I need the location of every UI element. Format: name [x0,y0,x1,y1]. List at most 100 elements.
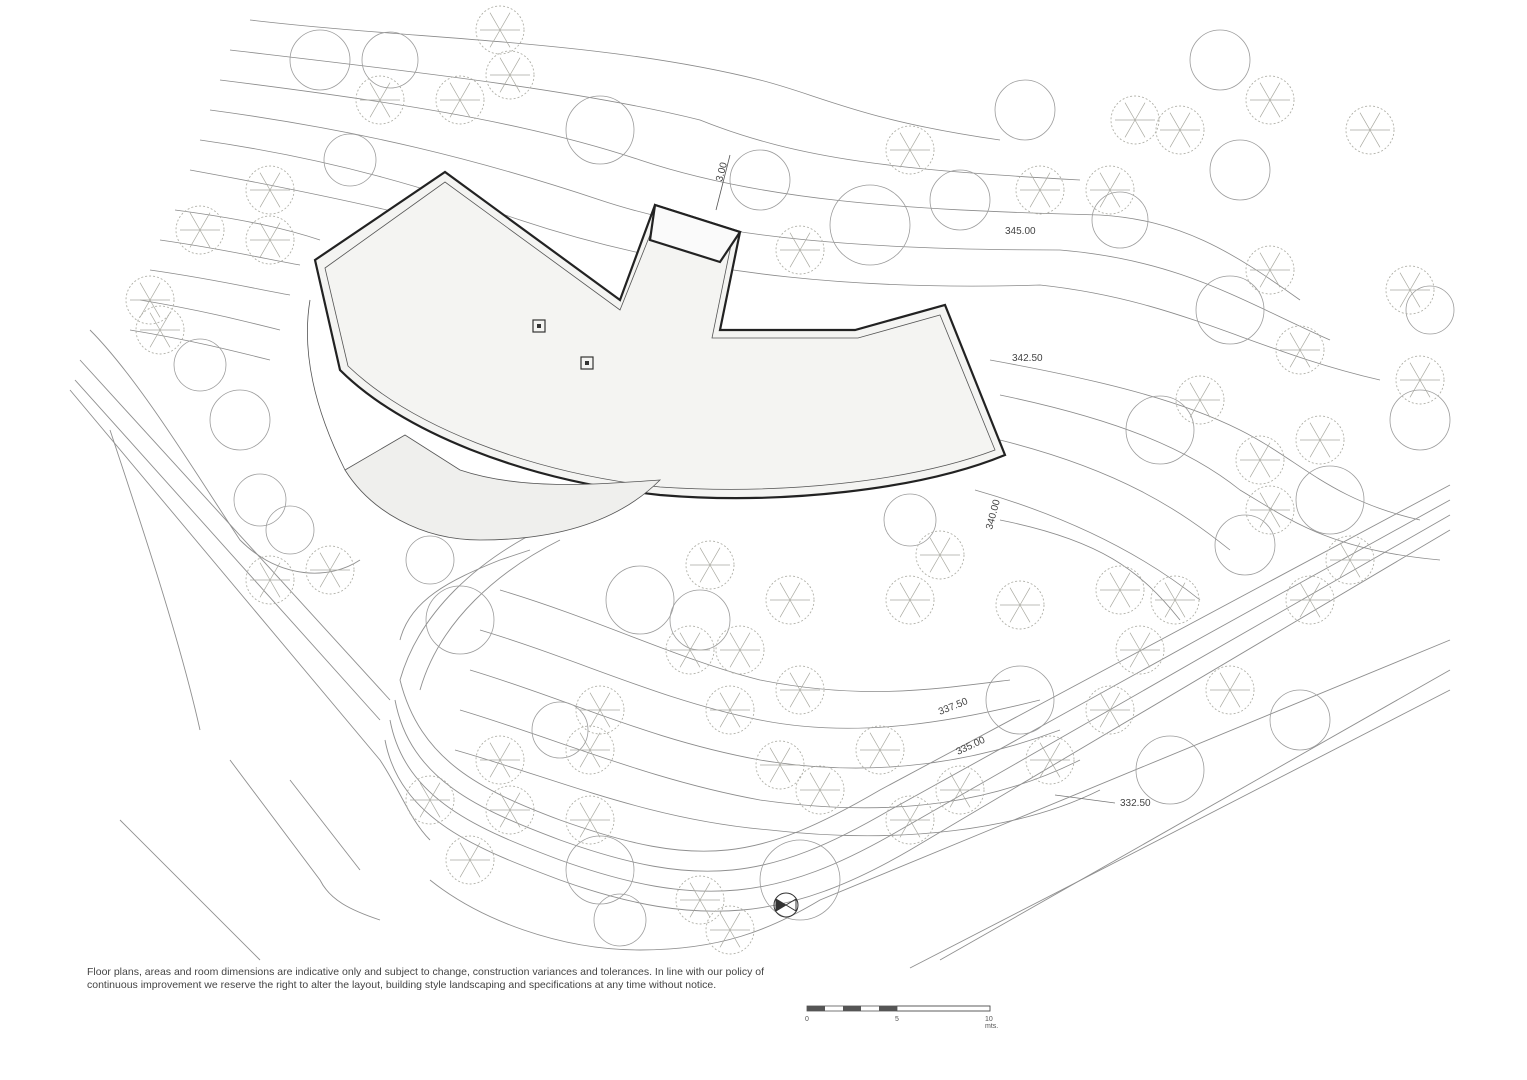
tree-icon [755,740,805,790]
scale-bar: 0 5 10 mts. [805,1004,1005,1034]
tree-icon [883,493,937,547]
tree-icon [1155,105,1205,155]
tree-icon [1150,575,1200,625]
tree-icon [565,835,635,905]
tree-icon [135,305,185,355]
dimension-line: 3.00 [714,154,731,211]
north-arrow-icon [773,892,799,918]
tree-icon [1135,735,1205,805]
tree-icon [995,580,1045,630]
tree-icon [1269,689,1331,751]
tree-icon [1295,415,1345,465]
elevation-342: 342.50 [1012,353,1043,364]
tree-icon [1245,75,1295,125]
tree-icon [435,75,485,125]
tree-icon [1245,245,1295,295]
tree-icon [173,338,227,392]
tree-icon [565,795,615,845]
tree-icon [1125,395,1195,465]
tree-icon [685,540,735,590]
tree-icon [565,725,615,775]
tree-icon [565,95,635,165]
tree-icon [985,665,1055,735]
tree-icon [1085,685,1135,735]
elevation-340: 340.00 [984,498,1003,531]
tree-icon [245,555,295,605]
tree-icon [1085,165,1135,215]
elevation-labels: 345.00 342.50 340.00 337.50 335.00 332.5… [937,226,1151,809]
contour-lines [129,19,1441,837]
tree-icon [855,725,905,775]
tree-icon [715,625,765,675]
tree-icon [669,589,731,651]
tree-icon [675,875,725,925]
tree-icon [759,839,841,921]
tree-icon [175,205,225,255]
tree-icon [935,765,985,815]
driveway-edge [399,529,541,681]
tree-icon [829,184,911,266]
tree-icon [593,893,647,947]
tree-icon [405,775,455,825]
scale-label-0: 0 [805,1016,809,1023]
tree-icon [425,585,495,655]
tree-icon [1345,105,1395,155]
tree-icon [885,575,935,625]
tree-icon [705,685,755,735]
tree-icon [1235,435,1285,485]
tree-icon [1025,735,1075,785]
scale-bar-graphic [806,1005,991,1012]
tree-icon [1115,625,1165,675]
tree-icon [323,133,377,187]
tree-icon [1015,165,1065,215]
tree-icon [1385,265,1435,315]
tree-icon [1275,325,1325,375]
tree-icon [1395,355,1445,405]
tree-icon [575,685,625,735]
tree-icon [1189,29,1251,91]
tree-icon [1389,389,1451,451]
tree-icon [605,565,675,635]
disclaimer-note: Floor plans, areas and room dimensions a… [87,966,765,991]
tree-icon [885,125,935,175]
tree-icon [305,545,355,595]
tree-icon [445,835,495,885]
trees-layer [125,5,1455,955]
tree-icon [994,79,1056,141]
tree-icon [775,665,825,715]
tree-icon [265,505,315,555]
tree-icon [485,50,535,100]
tree-icon [1195,275,1265,345]
tree-icon [1110,95,1160,145]
tree-icon [1245,485,1295,535]
scale-label-5: 5 [895,1016,899,1023]
tree-icon [355,75,405,125]
tree-icon [665,625,715,675]
tree-icon [795,765,845,815]
tree-icon [531,701,589,759]
scale-label-10: 10 mts. [985,1016,999,1030]
tree-icon [1214,514,1276,576]
elevation-332: 332.50 [1120,798,1151,809]
tree-icon [1091,191,1149,249]
elevation-335: 335.00 [955,735,988,758]
tree-icon [885,795,935,845]
tree-icon [245,215,295,265]
tree-icon [475,5,525,55]
tree-icon [775,225,825,275]
tree-icon [1209,139,1271,201]
tree-icon [929,169,991,231]
elevation-leader [1054,794,1116,804]
tree-icon [705,905,755,955]
tree-icon [765,575,815,625]
dimension-tag: 3.00 [714,161,730,183]
tree-icon [475,735,525,785]
building-footprint [307,170,1007,541]
elevation-337: 337.50 [937,696,970,718]
driveway-edge-inner [419,539,561,691]
road-edges [69,329,1451,969]
tree-icon [289,29,351,91]
tree-icon [1405,285,1455,335]
tree-icon [1175,375,1225,425]
